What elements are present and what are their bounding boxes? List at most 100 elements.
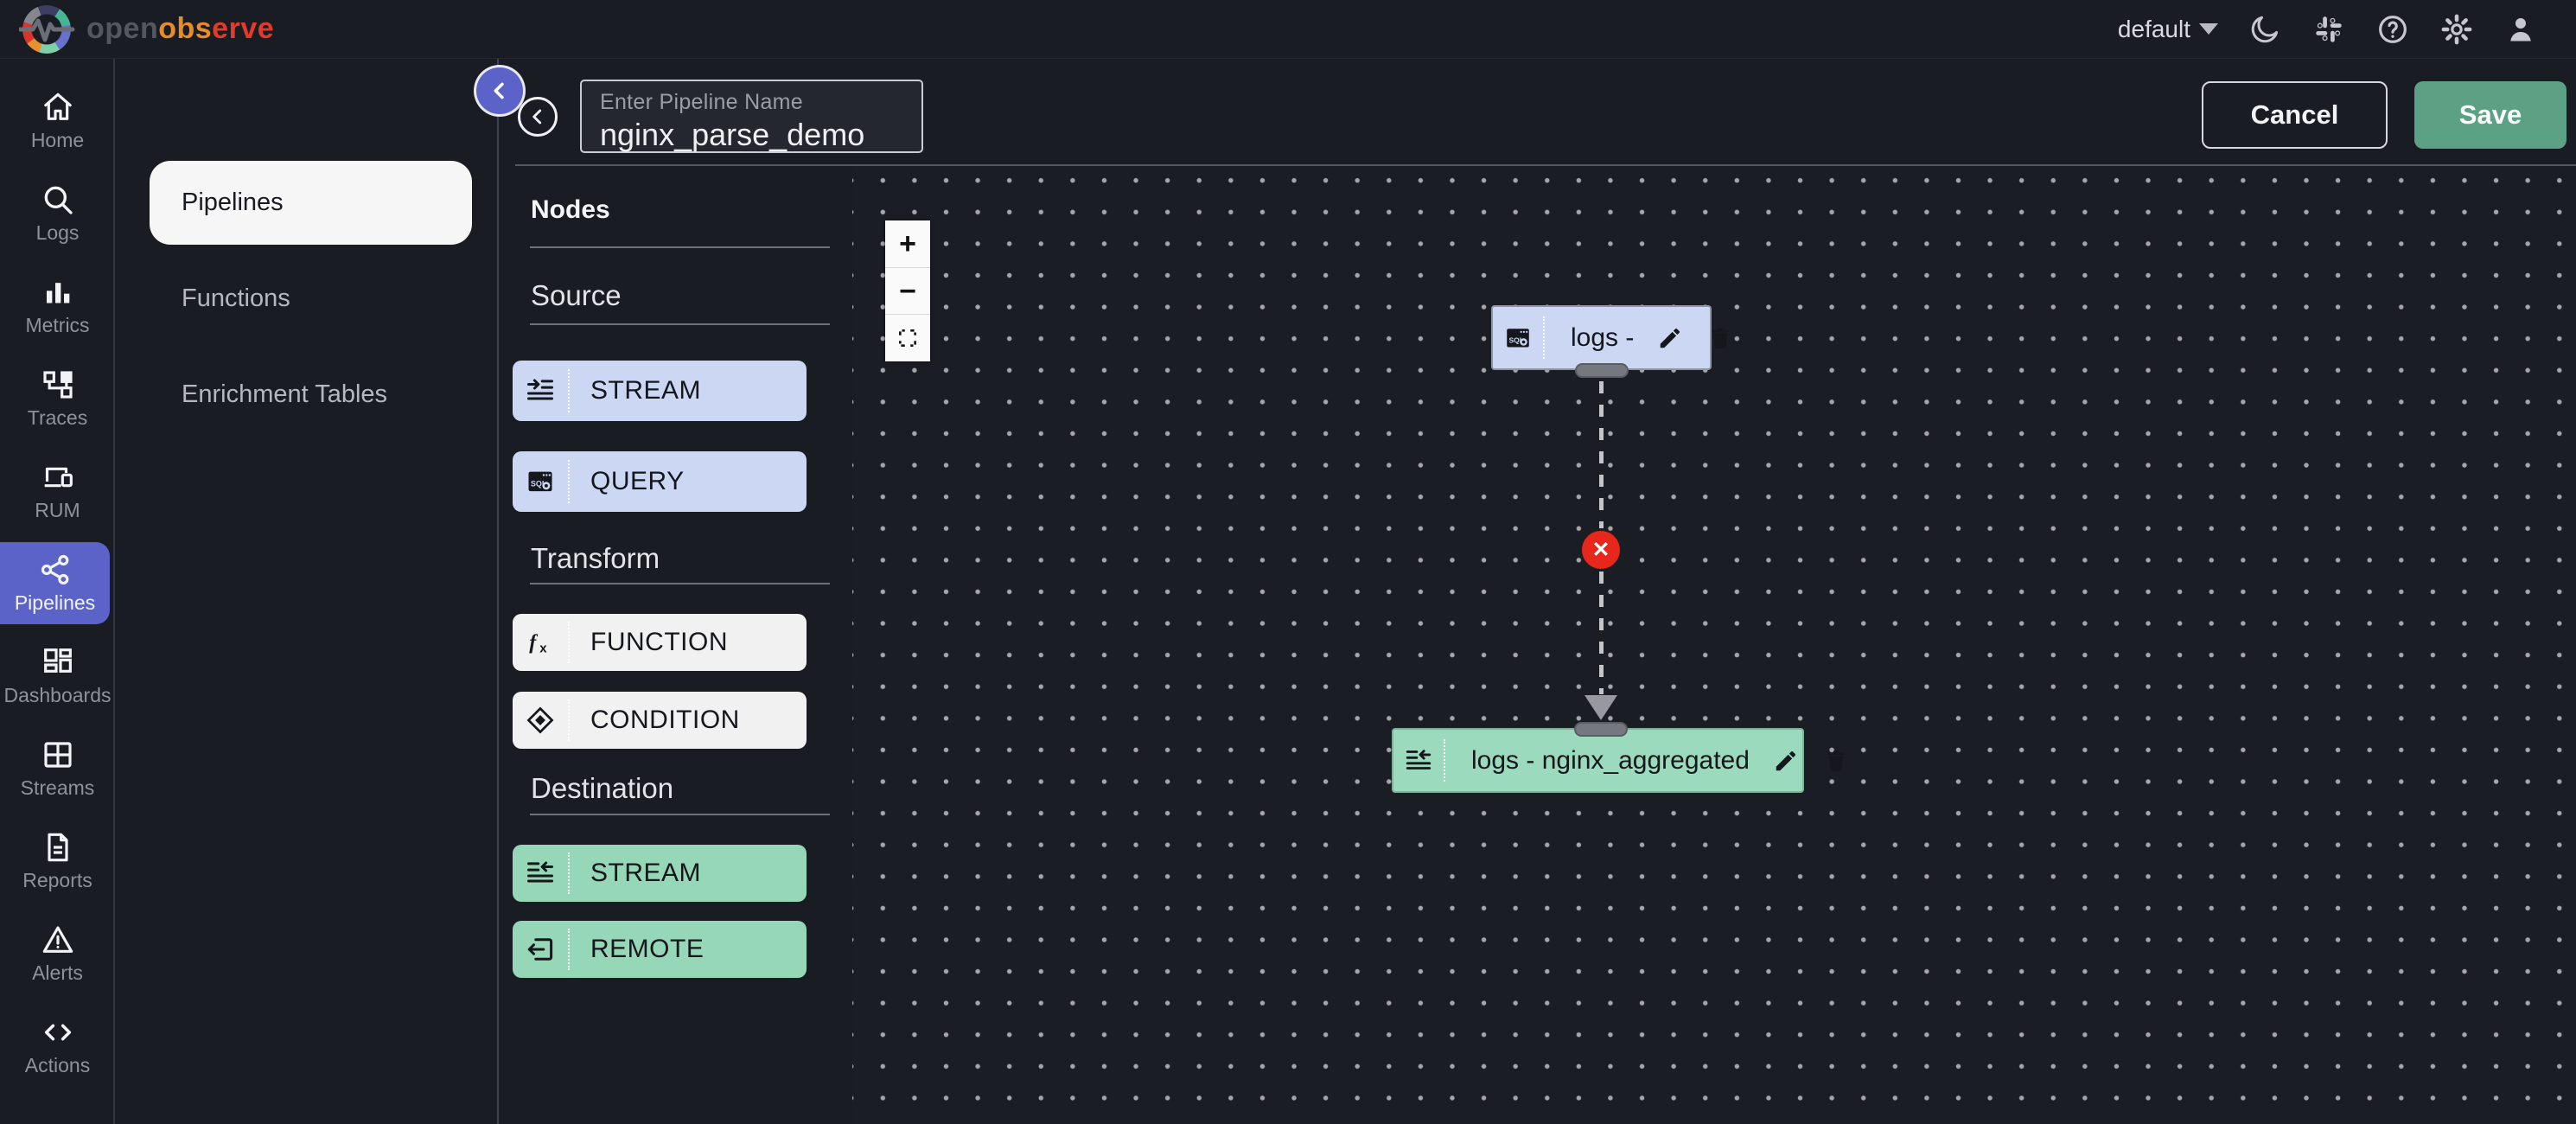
sidebar-item-label: Pipelines bbox=[14, 591, 96, 614]
remote-exit-icon bbox=[513, 921, 568, 978]
palette-button-label: REMOTE bbox=[590, 935, 705, 963]
edge-delete-button[interactable]: ✕ bbox=[1582, 531, 1620, 569]
edge-dashed-line bbox=[1599, 381, 1604, 528]
sidebar-item-reports[interactable]: Reports bbox=[0, 820, 115, 902]
delete-trash-icon[interactable] bbox=[1706, 324, 1734, 352]
sidebar-item-label: Metrics bbox=[25, 313, 90, 336]
divider bbox=[530, 323, 830, 325]
node-label: logs - bbox=[1571, 323, 1635, 352]
nav-sidebar: Home Logs Metrics Traces RUM Pipelines D… bbox=[0, 59, 115, 1124]
minus-icon: − bbox=[899, 274, 916, 308]
divider bbox=[530, 814, 830, 815]
pipeline-name-input[interactable]: Enter Pipeline Name nginx_parse_demo bbox=[580, 80, 923, 153]
panel-tab-label: Enrichment Tables bbox=[182, 380, 388, 408]
sidebar-item-label: Actions bbox=[24, 1053, 91, 1076]
section-title-transform: Transform bbox=[531, 542, 660, 574]
home-icon bbox=[43, 93, 72, 120]
node-input-handle[interactable] bbox=[1574, 722, 1628, 737]
divider bbox=[530, 246, 830, 248]
openobserve-logo: openobserve bbox=[0, 0, 274, 59]
wordmark-open: open bbox=[86, 12, 159, 45]
palette-button-label: FUNCTION bbox=[590, 628, 728, 656]
window-grid-icon bbox=[43, 741, 72, 768]
edit-pencil-icon[interactable] bbox=[1772, 747, 1800, 775]
logo-ring-icon bbox=[22, 4, 71, 54]
share-nodes-icon bbox=[41, 554, 68, 584]
svg-text:SQL: SQL bbox=[1509, 335, 1524, 344]
warning-triangle-icon bbox=[42, 925, 73, 953]
button-separator bbox=[568, 929, 570, 970]
node-label: logs - nginx_aggregated bbox=[1471, 745, 1750, 775]
document-icon bbox=[47, 833, 68, 861]
sidebar-item-metrics[interactable]: Metrics bbox=[0, 265, 115, 347]
zoom-out-button[interactable]: − bbox=[885, 268, 930, 316]
chevron-left-icon bbox=[494, 82, 504, 99]
wordmark-obs: obs bbox=[158, 12, 213, 45]
back-button[interactable] bbox=[518, 97, 558, 137]
top-bar: openobserve default bbox=[0, 0, 2576, 59]
sidebar-item-rum[interactable]: RUM bbox=[0, 450, 115, 532]
bar-chart-icon bbox=[46, 282, 69, 303]
workflow-icon bbox=[42, 370, 73, 399]
panel-tab-pipelines[interactable]: Pipelines bbox=[150, 161, 472, 245]
stream-out-icon bbox=[1393, 746, 1444, 776]
sql-window-icon: SQL bbox=[1493, 323, 1543, 353]
zoom-in-button[interactable]: + bbox=[885, 220, 930, 268]
pipeline-name-input-value: nginx_parse_demo bbox=[600, 117, 865, 152]
topbar-actions: default bbox=[2118, 12, 2576, 47]
slack-icon[interactable] bbox=[2311, 12, 2346, 47]
sidebar-item-logs[interactable]: Logs bbox=[0, 172, 115, 254]
nodes-palette-title: Nodes bbox=[531, 195, 610, 224]
pipeline-name-input-label: Enter Pipeline Name bbox=[600, 90, 803, 114]
sidebar-item-home[interactable]: Home bbox=[0, 80, 115, 162]
sidebar-item-dashboards[interactable]: Dashboards bbox=[0, 635, 115, 717]
button-separator bbox=[568, 699, 570, 741]
panel-tab-label: Functions bbox=[182, 284, 290, 312]
button-separator bbox=[568, 853, 570, 894]
wordmark: openobserve bbox=[86, 12, 274, 46]
org-selector-dropdown[interactable]: default bbox=[2118, 16, 2218, 43]
sidebar-item-streams[interactable]: Streams bbox=[0, 727, 115, 809]
node-output-handle[interactable] bbox=[1575, 363, 1629, 378]
chevron-left-icon bbox=[532, 109, 542, 125]
fit-view-button[interactable] bbox=[885, 315, 930, 361]
sidebar-item-more[interactable] bbox=[0, 1097, 115, 1124]
save-button[interactable]: Save bbox=[2414, 81, 2566, 149]
node-separator bbox=[1543, 316, 1545, 360]
cancel-button[interactable]: Cancel bbox=[2202, 81, 2388, 149]
code-brackets-icon bbox=[44, 1024, 71, 1040]
palette-transform-function-button[interactable]: f x FUNCTION bbox=[513, 614, 807, 671]
delete-trash-icon[interactable] bbox=[1822, 747, 1850, 775]
collapse-panel-button[interactable] bbox=[476, 67, 523, 114]
sidebar-item-alerts[interactable]: Alerts bbox=[0, 912, 115, 994]
palette-source-query-button[interactable]: SQL QUERY bbox=[513, 451, 807, 512]
section-title-source: Source bbox=[531, 279, 622, 311]
pipeline-canvas[interactable]: + − SQL logs - bbox=[852, 166, 2576, 1124]
divider bbox=[530, 583, 830, 584]
user-profile-icon[interactable] bbox=[2503, 12, 2538, 47]
edit-pencil-icon[interactable] bbox=[1656, 324, 1684, 352]
node-actions bbox=[1634, 324, 1751, 352]
stream-in-icon bbox=[513, 361, 568, 421]
panel-tab-enrichment-tables[interactable]: Enrichment Tables bbox=[150, 353, 472, 437]
palette-transform-condition-button[interactable]: CONDITION bbox=[513, 692, 807, 749]
edge-dashed-line bbox=[1599, 572, 1604, 694]
palette-button-label: CONDITION bbox=[590, 706, 740, 734]
palette-destination-remote-button[interactable]: REMOTE bbox=[513, 921, 807, 978]
palette-source-stream-button[interactable]: STREAM bbox=[513, 361, 807, 421]
settings-gear-icon[interactable] bbox=[2439, 12, 2474, 47]
sidebar-item-pipelines[interactable]: Pipelines bbox=[0, 542, 110, 624]
palette-destination-stream-button[interactable]: STREAM bbox=[513, 845, 807, 902]
canvas-node-stream-destination[interactable]: logs - nginx_aggregated bbox=[1392, 728, 1845, 793]
panel-tab-functions[interactable]: Functions bbox=[150, 257, 472, 341]
canvas-node-query-source[interactable]: SQL logs - bbox=[1491, 305, 1730, 370]
sidebar-item-actions[interactable]: Actions bbox=[0, 1005, 115, 1087]
dark-mode-moon-icon[interactable] bbox=[2248, 12, 2282, 47]
node-separator bbox=[1444, 738, 1445, 782]
help-icon[interactable] bbox=[2375, 12, 2410, 47]
sidebar-item-label: Traces bbox=[27, 406, 88, 429]
sidebar-item-traces[interactable]: Traces bbox=[0, 357, 115, 439]
sidebar-item-label: RUM bbox=[35, 498, 80, 521]
sidebar-item-label: Reports bbox=[22, 868, 92, 891]
